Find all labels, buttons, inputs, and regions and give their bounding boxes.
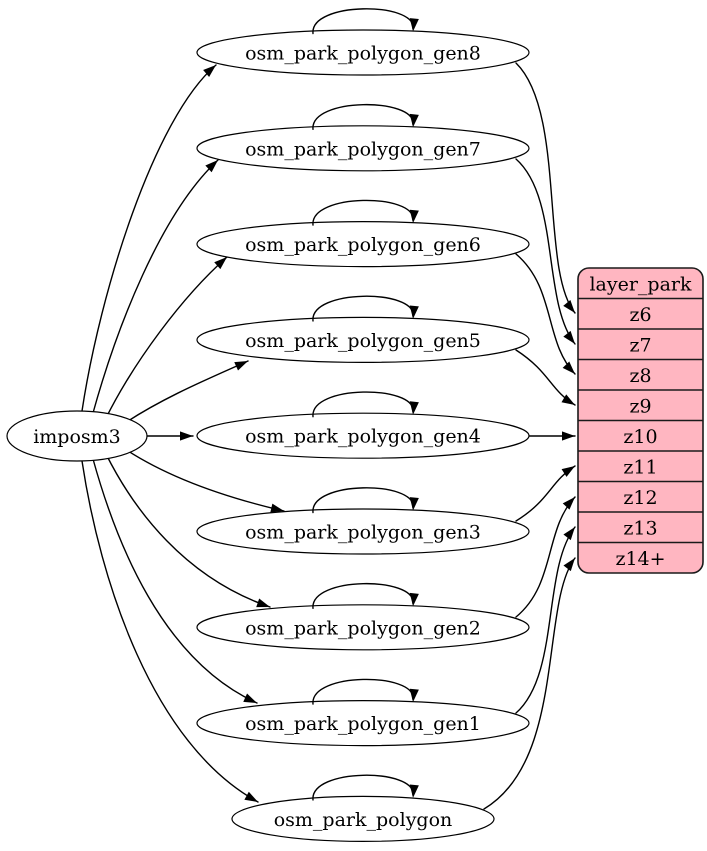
self-loop-arrowhead-osm_park_polygon_gen1: [409, 688, 419, 703]
table-node-ellipse-osm_park_polygon_gen6: [196, 221, 530, 268]
table-node-ellipse-osm_park_polygon_gen7: [196, 125, 530, 172]
nodes-layer: imposm3 osm_park_polygon_gen8 osm_park_pol…: [6, 29, 530, 843]
edge-osm_park_polygon_gen7-to-z7: [515, 158, 576, 345]
self-loops-layer: [312, 8, 414, 801]
self-loop-osm_park_polygon_gen4: [312, 391, 414, 418]
table-node-label-osm_park_polygon: osm_park_polygon: [274, 809, 453, 831]
self-loop-osm_park_polygon_gen2: [312, 582, 414, 609]
table-node-label-osm_park_polygon_gen3: osm_park_polygon_gen3: [245, 522, 481, 544]
arrowheads-layer: [180, 18, 575, 802]
table-node-ellipse-osm_park_polygon_gen3: [196, 508, 530, 555]
table-node-label-osm_park_polygon_gen5: osm_park_polygon_gen5: [245, 330, 481, 352]
edge-osm_park_polygon_gen7-to-z7-arrowhead: [563, 330, 575, 344]
edge-imposm3-to-osm_park_polygon_gen5-arrowhead: [234, 361, 248, 371]
edge-imposm3-to-osm_park_polygon_gen2-arrowhead: [256, 598, 270, 608]
source-node-ellipse: [6, 410, 148, 462]
self-loop-arrowhead-osm_park_polygon_gen5: [409, 305, 419, 319]
edge-imposm3-to-osm_park_polygon_gen1: [92, 458, 258, 704]
layer-table-layer: layer_park z6 z7 z8 z9 z10 z11 z12 z13 z14+: [577, 267, 704, 574]
edge-osm_park_polygon_gen2-to-z12: [515, 496, 576, 618]
table-node-label-osm_park_polygon_gen1: osm_park_polygon_gen1: [245, 713, 481, 735]
layer-table-header: layer_park: [589, 273, 692, 295]
table-node-label-osm_park_polygon_gen7: osm_park_polygon_gen7: [245, 138, 481, 160]
edge-osm_park_polygon_gen1-to-z13-arrowhead: [563, 527, 575, 541]
layer-table-row-z10: z10: [623, 426, 657, 448]
table-node-label-osm_park_polygon_gen2: osm_park_polygon_gen2: [245, 617, 481, 639]
layer-table-row-z6: z6: [629, 304, 651, 326]
self-loop-osm_park_polygon: [312, 774, 414, 801]
edge-imposm3-to-osm_park_polygon_gen2: [105, 453, 271, 608]
table-node-ellipse-osm_park_polygon_gen5: [196, 316, 530, 363]
layer-table-row-z14+: z14+: [615, 548, 665, 570]
layer-table-row-z11: z11: [623, 456, 657, 478]
table-node-label-osm_park_polygon_gen6: osm_park_polygon_gen6: [245, 234, 481, 256]
self-loop-arrowhead-osm_park_polygon_gen7: [409, 113, 419, 128]
edge-osm_park_polygon-to-z14+-arrowhead: [563, 558, 575, 572]
edge-osm_park_polygon-to-z14+: [483, 557, 576, 810]
layer-table-row-z8: z8: [629, 365, 651, 387]
self-loop-arrowhead-osm_park_polygon_gen2: [409, 592, 419, 607]
self-loop-arrowhead-osm_park_polygon_gen6: [409, 209, 419, 224]
edge-osm_park_polygon_gen1-to-z13: [515, 526, 576, 714]
edge-osm_park_polygon_gen6-to-z8-arrowhead: [562, 361, 575, 374]
table-node-ellipse-osm_park_polygon_gen2: [196, 604, 530, 651]
edge-osm_park_polygon_gen2-to-z12-arrowhead: [562, 497, 575, 510]
table-node-ellipse-osm_park_polygon_gen1: [196, 699, 530, 747]
table-node-ellipse-osm_park_polygon: [231, 795, 495, 843]
layer-table-row-z13: z13: [623, 517, 657, 539]
edge-osm_park_polygon_gen6-to-z8: [515, 253, 576, 375]
edge-imposm3-to-osm_park_polygon_gen7: [92, 159, 219, 414]
edge-imposm3-to-osm_park_polygon_gen5: [121, 360, 249, 426]
edge-imposm3-to-osm_park_polygon_gen3: [121, 446, 285, 512]
layer-table-row-z7: z7: [629, 334, 651, 356]
edge-imposm3-to-osm_park_polygon_gen6: [105, 256, 228, 419]
table-node-ellipse-osm_park_polygon_gen4: [196, 412, 530, 459]
self-loop-arrowhead-osm_park_polygon_gen4: [409, 401, 419, 415]
edge-imposm3-to-osm_park_polygon_gen4-arrowhead: [180, 431, 193, 441]
edge-osm_park_polygon_gen3-to-z11-arrowhead: [561, 466, 575, 477]
edge-imposm3-to-osm_park_polygon: [81, 460, 259, 803]
edges-layer: [81, 62, 576, 810]
edge-osm_park_polygon_gen8-to-z6-arrowhead: [563, 300, 575, 313]
edge-imposm3-to-osm_park_polygon_gen6-arrowhead: [214, 257, 227, 270]
self-loop-osm_park_polygon_gen7: [312, 103, 414, 130]
edge-osm_park_polygon_gen8-to-z6: [515, 62, 576, 314]
edge-osm_park_polygon_gen4-to-z10-arrowhead: [562, 431, 575, 441]
self-loop-osm_park_polygon_gen1: [312, 678, 414, 705]
layer-table-row-z12: z12: [623, 487, 657, 509]
source-node-label: imposm3: [33, 426, 121, 448]
edge-imposm3-to-osm_park_polygon_gen3-arrowhead: [270, 503, 284, 513]
self-loop-arrowhead-osm_park_polygon: [409, 784, 419, 798]
self-loop-osm_park_polygon_gen8: [312, 8, 414, 35]
edge-imposm3-to-osm_park_polygon_gen1-arrowhead: [243, 693, 257, 703]
table-node-ellipse-osm_park_polygon_gen8: [196, 29, 530, 76]
table-node-label-osm_park_polygon_gen8: osm_park_polygon_gen8: [245, 43, 481, 65]
self-loop-arrowhead-osm_park_polygon_gen8: [409, 18, 419, 32]
self-loop-osm_park_polygon_gen6: [312, 199, 414, 226]
edge-imposm3-to-osm_park_polygon_gen8-arrowhead: [203, 65, 216, 77]
self-loop-osm_park_polygon_gen3: [312, 487, 414, 514]
edge-imposm3-to-osm_park_polygon-arrowhead: [244, 791, 258, 802]
self-loop-osm_park_polygon_gen5: [312, 295, 414, 322]
table-node-label-osm_park_polygon_gen4: osm_park_polygon_gen4: [245, 426, 481, 448]
self-loop-arrowhead-osm_park_polygon_gen3: [409, 497, 419, 511]
layer-table-row-z9: z9: [629, 395, 651, 417]
edge-imposm3-to-osm_park_polygon_gen8: [81, 64, 217, 412]
edge-osm_park_polygon_gen5-to-z9-arrowhead: [561, 394, 575, 405]
edge-imposm3-to-osm_park_polygon_gen7-arrowhead: [205, 160, 218, 173]
